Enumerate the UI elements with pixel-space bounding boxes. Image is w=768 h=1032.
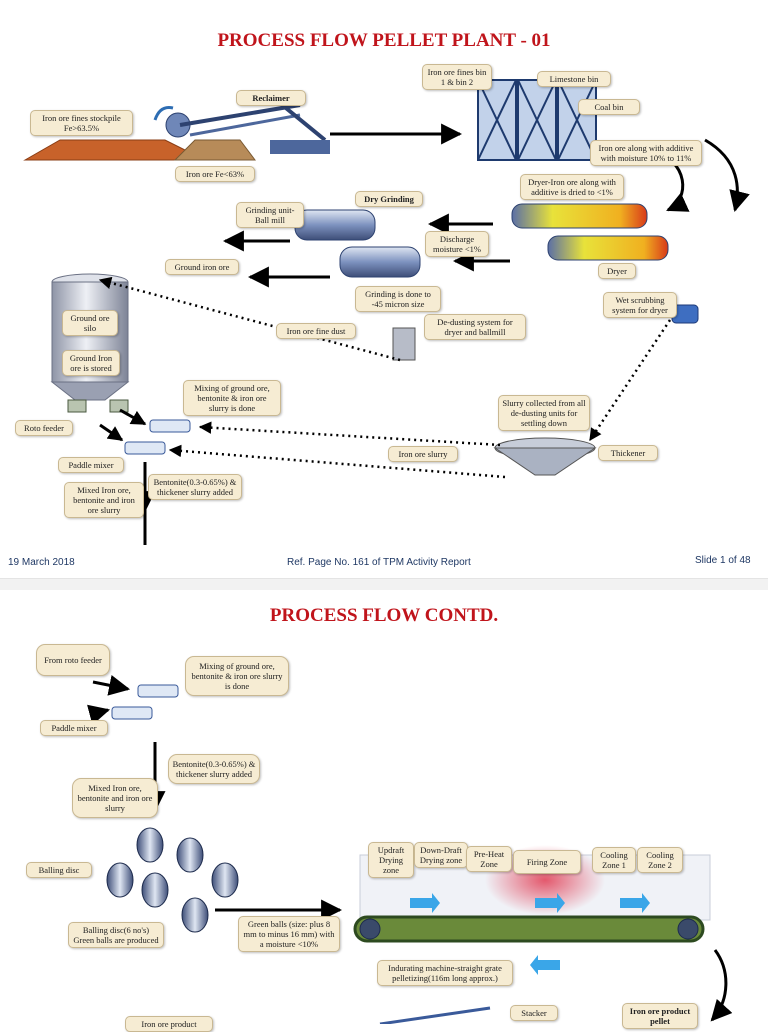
slide-gap: [0, 578, 768, 590]
label-roto-feeder: Roto feeder: [15, 420, 73, 436]
roto-feeders: [67, 399, 129, 413]
label-iron-ore-fe63: Iron ore Fe<63%: [175, 166, 255, 182]
label-ground-iron-ore: Ground iron ore: [165, 259, 239, 275]
label-iron-ore-slurry: Iron ore slurry: [388, 446, 458, 462]
label-fines-bin: Iron ore fines bin 1 & bin 2: [422, 64, 492, 90]
thickener-tank: [493, 437, 597, 476]
label-downdraft: Down-Draft Drying zone: [414, 842, 468, 868]
paddle-mixers-2: [111, 684, 179, 720]
label-paddle-mixer-2: Paddle mixer: [40, 720, 108, 736]
label-limestone-bin: Limestone bin: [537, 71, 611, 87]
label-thickener: Thickener: [598, 445, 658, 461]
label-stored: Ground Iron ore is stored: [62, 350, 120, 376]
slide1-title: PROCESS FLOW PELLET PLANT - 01: [217, 30, 551, 51]
balling-discs: [106, 827, 239, 933]
label-preheat: Pre-Heat Zone: [466, 846, 512, 872]
slide2-title: PROCESS FLOW CONTD.: [269, 605, 499, 626]
label-coal-bin: Coal bin: [578, 99, 640, 115]
footer-ref: Ref. Page No. 161 of TPM Activity Report: [287, 557, 471, 568]
label-dryer: Dryer: [598, 263, 636, 279]
slide1-graphics: [23, 79, 750, 545]
label-mixing: Mixing of ground ore, bentonite & iron o…: [183, 380, 281, 416]
label-stockpile: Iron ore fines stockpile Fe>63.5%: [30, 110, 133, 136]
dryer-kilns: [511, 203, 669, 261]
label-stacker: Stacker: [510, 1005, 558, 1021]
label-grinding-done: Grinding is done to -45 micron size: [355, 286, 441, 312]
ground-ore-silo: [50, 273, 130, 401]
slide-1: PROCESS FLOW PELLET PLANT - 01: [0, 30, 768, 579]
label-reclaimer: Reclaimer: [236, 90, 306, 106]
stockpile-shape: [23, 139, 256, 161]
label-grinding-unit: Grinding unit- Ball mill: [236, 202, 304, 228]
label-partial: Iron ore product: [125, 1016, 213, 1032]
label-bentonite-2: Bentonite(0.3-0.65%) & thickener slurry …: [168, 754, 260, 784]
ball-mills: [294, 209, 421, 278]
label-discharge: Discharge moisture <1%: [425, 231, 489, 257]
label-indurating: Indurating machine-straight grate pellet…: [377, 960, 513, 986]
reclaimer-machine: [153, 93, 330, 154]
label-balling-disc: Balling disc: [26, 862, 92, 878]
label-dry-grinding: Dry Grinding: [355, 191, 423, 207]
label-dryer-note: Dryer-Iron ore along with additive is dr…: [520, 174, 624, 200]
footer-slide-number: Slide 1 of 48: [695, 555, 751, 566]
paddle-mixers: [124, 419, 191, 455]
label-updraft: Updraft Drying zone: [368, 842, 414, 878]
label-green-balls: Green balls (size: plus 8 mm to minus 16…: [238, 916, 340, 952]
label-cooling1: Cooling Zone 1: [592, 847, 636, 873]
label-firing: Firing Zone: [513, 850, 581, 874]
label-additive-moisture: Iron ore along with additive with moistu…: [590, 140, 702, 166]
label-fine-dust: Iron ore fine dust: [276, 323, 356, 339]
label-dedusting: De-dusting system for dryer and ballmill: [424, 314, 526, 340]
dedusting-unit: [392, 327, 416, 361]
label-paddle-mixer: Paddle mixer: [58, 457, 124, 473]
footer-date: 19 March 2018: [8, 557, 75, 568]
slide-2: PROCESS FLOW CONTD.: [0, 590, 768, 1032]
label-mixing-2: Mixing of ground ore, bentonite & iron o…: [185, 656, 289, 696]
label-balling-disc-6: Balling disc(6 no's) Green balls are pro…: [68, 922, 164, 948]
bins-structure: [477, 79, 597, 161]
label-mixed: Mixed Iron ore, bentonite and iron ore s…: [64, 482, 144, 518]
label-product: Iron ore product pellet: [622, 1003, 698, 1029]
label-slurry-collected: Slurry collected from all de-dusting uni…: [498, 395, 590, 431]
label-cooling2: Cooling Zone 2: [637, 847, 683, 873]
label-bentonite: Bentonite(0.3-0.65%) & thickener slurry …: [148, 474, 242, 500]
label-from-roto: From roto feeder: [36, 644, 110, 676]
label-mixed-2: Mixed Iron ore, bentonite and iron ore s…: [72, 778, 158, 818]
label-silo: Ground ore silo: [62, 310, 118, 336]
label-wet-scrubbing: Wet scrubbing system for dryer: [603, 292, 677, 318]
